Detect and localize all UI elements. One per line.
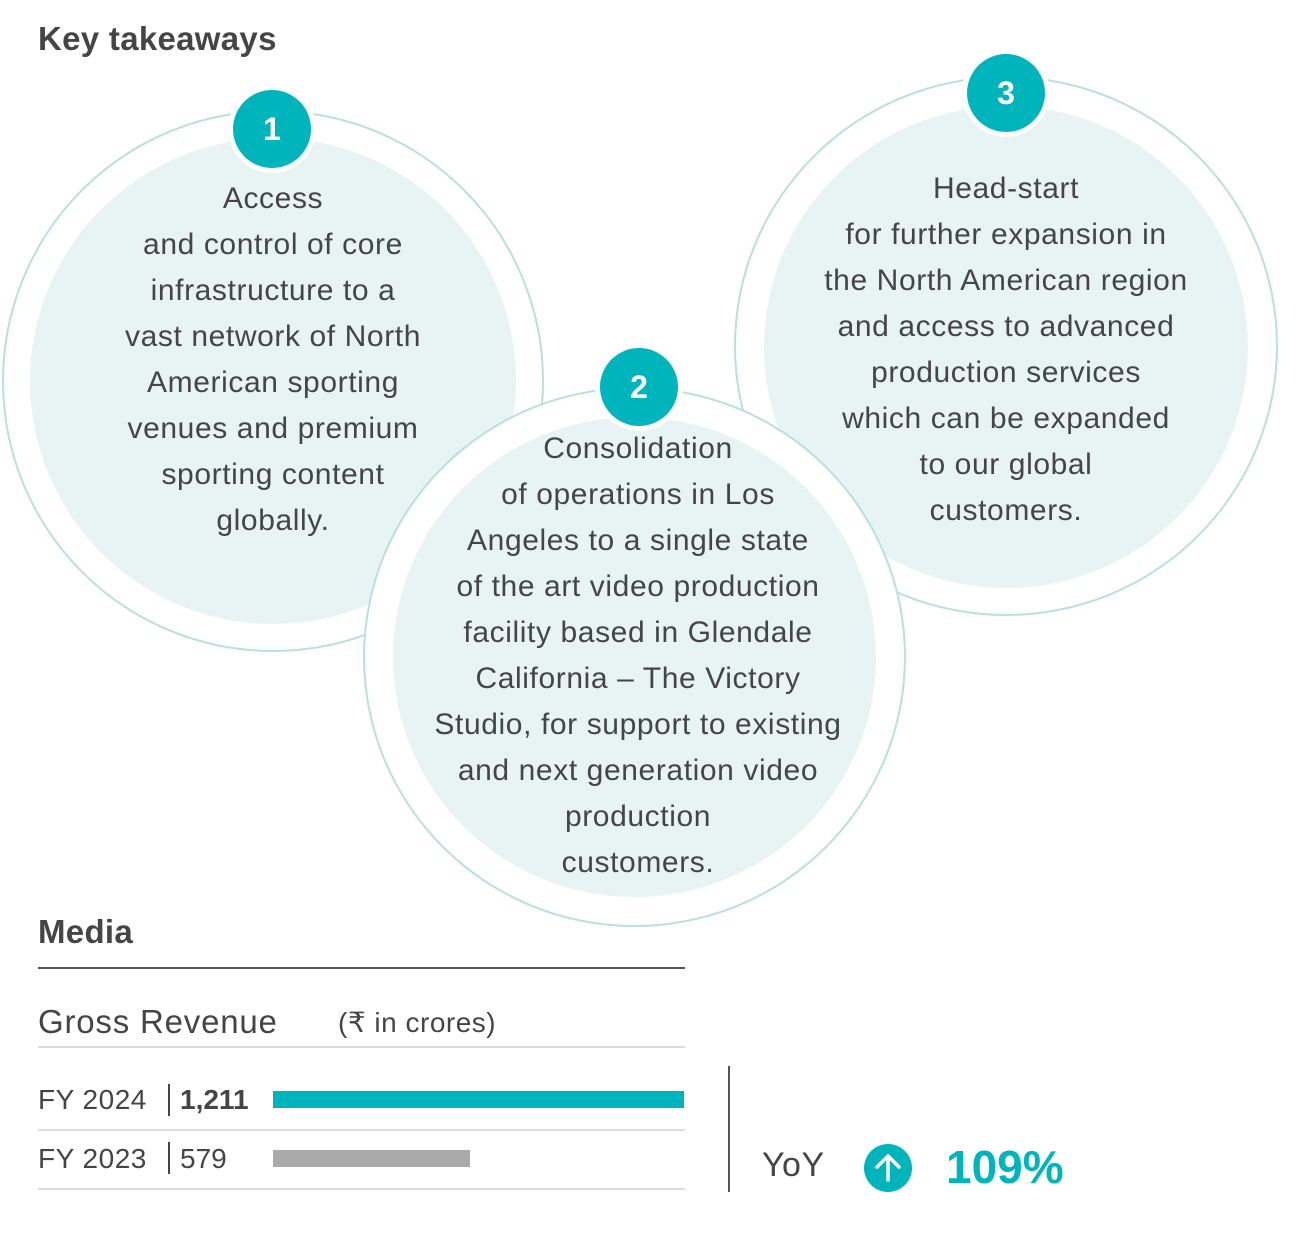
- bar-fy2024: [273, 1091, 684, 1108]
- takeaway-number-badge-3: 3: [967, 54, 1045, 132]
- takeaway-number-badge-1: 1: [233, 90, 311, 168]
- key-takeaways-title: Key takeaways: [38, 20, 277, 57]
- yoy-value: 109%: [946, 1141, 1064, 1193]
- row-separator: [168, 1142, 170, 1174]
- takeaway-text-2: Consolidation of operations in Los Angel…: [434, 432, 842, 879]
- chart-header-divider: [38, 1046, 685, 1048]
- yoy-separator: [728, 1066, 730, 1192]
- row-separator: [168, 1084, 170, 1116]
- bar-value-label: 1,211: [180, 1084, 249, 1115]
- takeaway-number-badge-2: 2: [600, 348, 678, 426]
- takeaway-text-1: Access and control of core infrastructur…: [124, 182, 422, 537]
- media-divider: [38, 967, 685, 969]
- bar-value-label: 579: [180, 1143, 227, 1174]
- bar-category-label: FY 2024: [38, 1084, 147, 1115]
- arrow-up-icon: [864, 1144, 912, 1192]
- takeaway-text-3: Head-start for further expansion in the …: [824, 172, 1188, 527]
- takeaway-circle-2-fill: [393, 417, 876, 897]
- media-section-title: Media: [38, 913, 134, 950]
- row-divider: [38, 1129, 685, 1131]
- bar-category-label: FY 2023: [38, 1143, 147, 1174]
- chart-bottom-divider: [38, 1188, 685, 1190]
- chart-title: Gross Revenue: [38, 1003, 278, 1040]
- chart-unit: (₹ in crores): [338, 1007, 497, 1038]
- bar-fy2023: [273, 1150, 470, 1167]
- yoy-label: YoY: [762, 1146, 825, 1184]
